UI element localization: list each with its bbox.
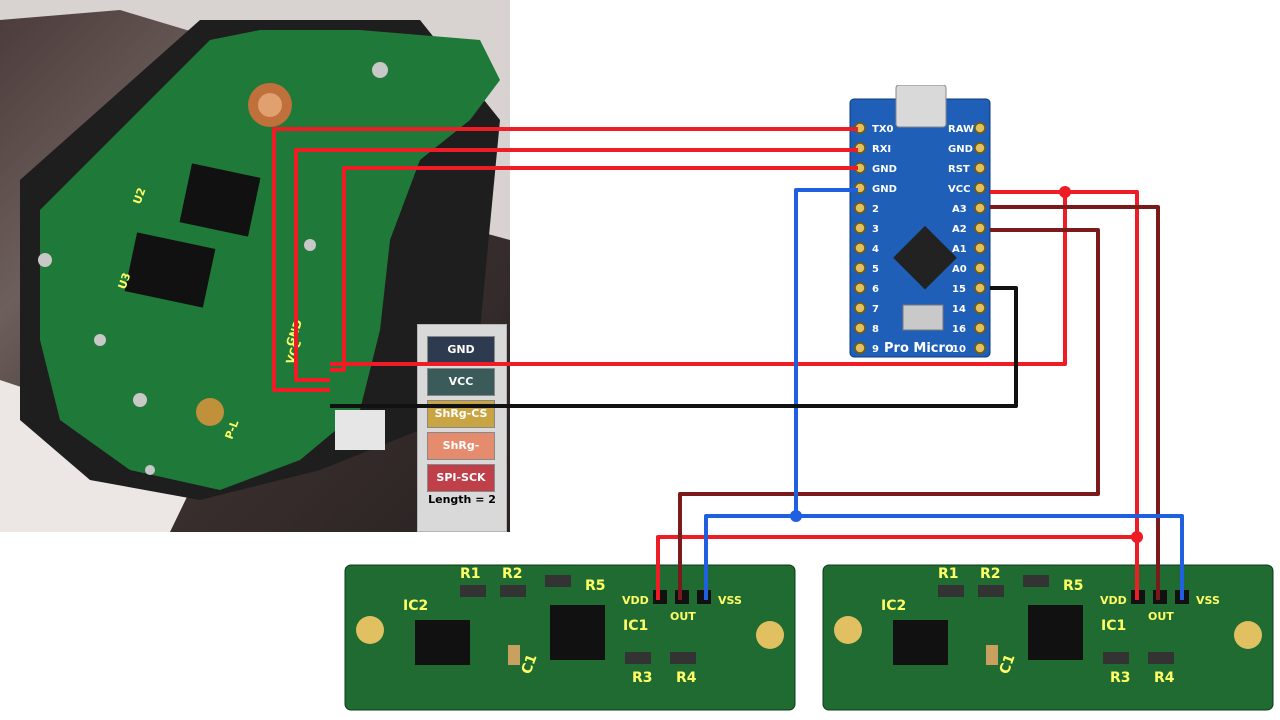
- legend-length: Length = 2: [428, 493, 496, 506]
- wire-a2-out1: [678, 228, 1100, 600]
- pin-label-2: 2: [872, 204, 879, 215]
- pin-label-gnd-r: GND: [948, 144, 973, 155]
- pro-micro-board: TX0 RXI GND GND 2 3 4 5 6 7 8 9 RAW GND …: [849, 85, 991, 358]
- pin-label-9: 9: [872, 344, 879, 355]
- sensor-board-1: IC2 IC1 R1 R2 R3 R4 R5 C1 VDD OUT VSS: [344, 564, 796, 711]
- wire-legend: GND VCC ShRg-CS ShRg-MISO SPI-SCK Length…: [417, 324, 507, 532]
- label-ic2-1: IC2: [403, 598, 428, 614]
- controller-pcb: GND VCC U2 U3 P-L: [0, 0, 510, 532]
- junction-vdd: [1131, 531, 1143, 543]
- pin-label-10: 10: [952, 344, 966, 355]
- wire-vss-shared: [704, 514, 1184, 600]
- label-ic1-1: IC1: [623, 618, 648, 634]
- controller-photo: GND VCC U2 U3 P-L: [0, 0, 510, 532]
- board-name: Pro Micro: [884, 341, 954, 356]
- label-ic1-2: IC1: [1101, 618, 1126, 634]
- pin-label-7: 7: [872, 304, 879, 315]
- pin-label-15: 15: [952, 284, 966, 295]
- pin-label-4: 4: [872, 244, 879, 255]
- pin-label-raw: RAW: [948, 124, 974, 135]
- pcb-label-u2: U2: [131, 186, 149, 206]
- wire-gnd-left: [330, 166, 858, 372]
- pin-label-gnd-2: GND: [872, 184, 897, 195]
- pin-label-rxi: RXI: [872, 144, 891, 155]
- label-r4-1: R4: [676, 670, 697, 686]
- wire-vcc-right: [990, 190, 1139, 600]
- wire-vcc-controller: [330, 192, 1067, 366]
- label-vdd-1: VDD: [622, 594, 649, 607]
- pin-label-tx0: TX0: [872, 124, 894, 135]
- pin-label-a2: A2: [952, 224, 967, 235]
- label-r5-1: R5: [585, 578, 606, 594]
- pin-label-5: 5: [872, 264, 879, 275]
- label-c1-1: C1: [519, 652, 541, 676]
- label-r2-2: R2: [980, 566, 1001, 582]
- sensor-board-2: IC2 IC1 R1 R2 R3 R4 R5 C1 VDD OUT VSS: [822, 564, 1274, 711]
- wire-vdd-board1: [656, 535, 1137, 600]
- legend-vcc: VCC: [427, 368, 495, 396]
- legend-spi-sck: SPI-SCK: [427, 464, 495, 492]
- label-r3-1: R3: [632, 670, 653, 686]
- pin-label-a1: A1: [952, 244, 967, 255]
- pin-label-3: 3: [872, 224, 879, 235]
- label-out-1: OUT: [670, 610, 696, 623]
- label-out-2: OUT: [1148, 610, 1174, 623]
- pin-label-gnd-1: GND: [872, 164, 897, 175]
- wire-tx0: [272, 127, 858, 392]
- pin-label-6: 6: [872, 284, 879, 295]
- pin-label-16: 16: [952, 324, 966, 335]
- usb-connector-icon: [895, 85, 947, 128]
- wire-gnd-blue: [794, 188, 858, 516]
- label-ic2-2: IC2: [881, 598, 906, 614]
- label-r2-1: R2: [502, 566, 523, 582]
- label-vss-2: VSS: [1196, 594, 1220, 607]
- legend-shrg-miso: ShRg-MISO: [427, 432, 495, 478]
- label-r4-2: R4: [1154, 670, 1175, 686]
- pin-label-14: 14: [952, 304, 966, 315]
- pin-label-a0: A0: [952, 264, 967, 275]
- label-vdd-2: VDD: [1100, 594, 1127, 607]
- label-r3-2: R3: [1110, 670, 1131, 686]
- pin-label-a3: A3: [952, 204, 967, 215]
- label-c1-2: C1: [997, 652, 1019, 676]
- pin-label-rst: RST: [948, 164, 970, 175]
- wire-clock: [330, 286, 1018, 408]
- junction-vcc: [1059, 186, 1071, 198]
- crystal: [902, 304, 944, 331]
- pcb-label-pl: P-L: [223, 418, 242, 441]
- wire-rxi: [294, 148, 858, 382]
- label-r1-1: R1: [460, 566, 481, 582]
- label-r5-2: R5: [1063, 578, 1084, 594]
- pcb-label-u3: U3: [116, 271, 134, 291]
- pin-label-8: 8: [872, 324, 879, 335]
- label-vss-1: VSS: [718, 594, 742, 607]
- wire-a3-out2: [990, 205, 1160, 600]
- label-r1-2: R1: [938, 566, 959, 582]
- junction-gnd: [790, 510, 802, 522]
- pin-label-vcc: VCC: [948, 184, 970, 195]
